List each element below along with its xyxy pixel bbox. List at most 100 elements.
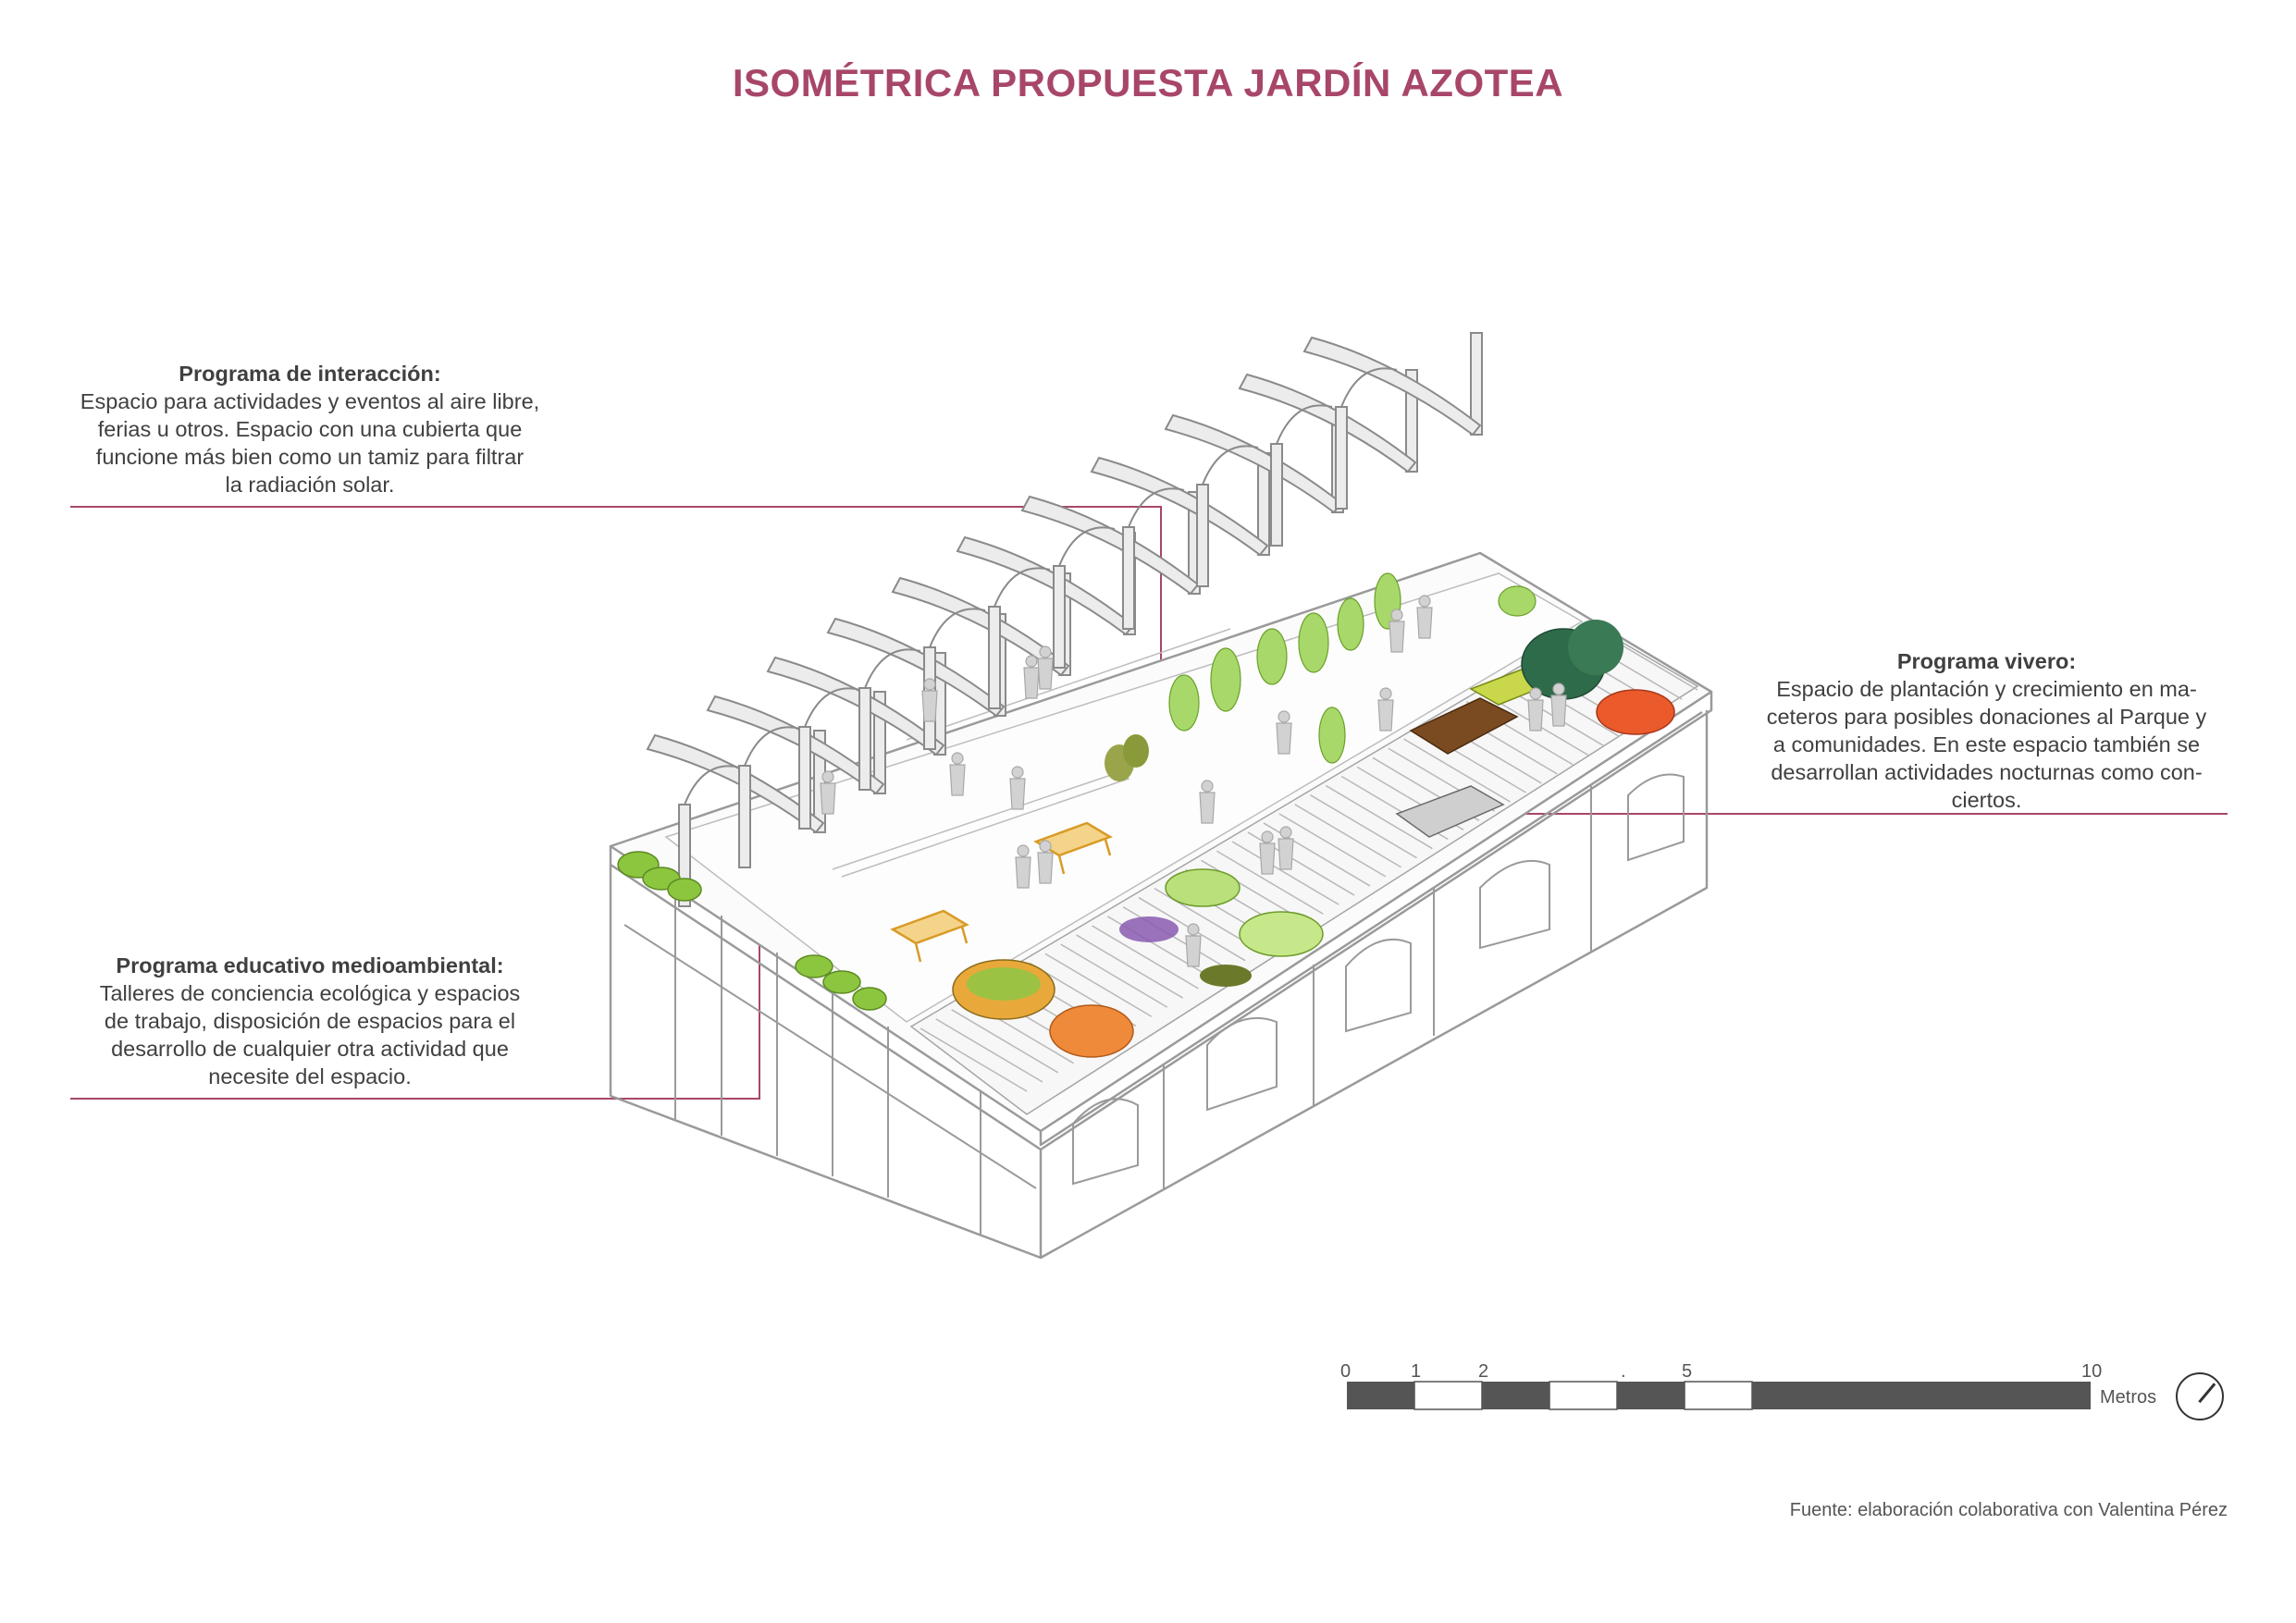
scale-tick-label: 0 xyxy=(1340,1361,1352,1382)
callout-line: a comunidades. En este espacio también s… xyxy=(1772,732,2201,756)
person-body xyxy=(1023,667,1040,699)
scale-tick-label: 2 xyxy=(1478,1361,1489,1382)
person-body xyxy=(820,782,836,815)
person xyxy=(1550,682,1567,727)
person xyxy=(1009,766,1026,810)
callout-line: ceteros para posibles donaciones al Parq… xyxy=(1766,705,2207,729)
person-head xyxy=(1039,840,1052,853)
callout-heading: Programa vivero: xyxy=(1896,649,2077,673)
person-body xyxy=(1527,699,1544,732)
person xyxy=(949,752,966,796)
person xyxy=(1416,595,1433,639)
person-head xyxy=(1418,595,1431,608)
frame-brace xyxy=(1128,487,1185,528)
deck-slat xyxy=(1247,831,1355,896)
callout-line: funcione más bien como un tamiz para fil… xyxy=(95,445,525,469)
person-body xyxy=(1389,621,1405,653)
scale-tick-label: . xyxy=(1621,1361,1626,1382)
person-head xyxy=(923,678,936,691)
dark-trees xyxy=(1521,620,1623,700)
vegetation xyxy=(617,572,1675,1058)
scale-segment xyxy=(1347,1382,1414,1409)
scale-tick-label: 5 xyxy=(1682,1361,1693,1382)
deck-slat xyxy=(1403,738,1512,803)
person-body xyxy=(949,764,966,796)
scale-segment xyxy=(1752,1382,2091,1409)
person-head xyxy=(821,770,834,783)
leader-line-interaccion xyxy=(70,506,1162,508)
deck-slat xyxy=(1092,925,1199,990)
frame-brace xyxy=(1340,367,1398,408)
scale-segment xyxy=(1549,1381,1618,1410)
scale-bar xyxy=(1347,1381,2091,1410)
green-planters xyxy=(1105,734,1324,987)
deck-slat xyxy=(1216,850,1324,915)
callout-line: la radiación solar. xyxy=(225,473,395,497)
scale-segment xyxy=(1617,1382,1685,1409)
person-body xyxy=(921,690,938,722)
frame-arch xyxy=(766,656,945,756)
person-head xyxy=(1390,609,1403,621)
hanging-plants-left xyxy=(617,851,887,1011)
callout-line: Talleres de conciencia ecológica y espac… xyxy=(99,981,521,1005)
person-body xyxy=(1185,935,1202,967)
person-body xyxy=(1276,722,1292,755)
person-body xyxy=(1550,695,1567,727)
frame-column xyxy=(1470,332,1483,436)
frame-brace xyxy=(1202,445,1259,486)
frame-column xyxy=(1196,484,1209,587)
callout-line: desarrollan actividades nocturnas como c… xyxy=(1771,760,2203,784)
person-body xyxy=(1009,778,1026,810)
arched-roof-frames xyxy=(646,332,1483,907)
frame-arch xyxy=(1238,373,1417,473)
scale-segment xyxy=(1482,1382,1549,1409)
person xyxy=(1259,830,1276,875)
frame-brace xyxy=(1058,526,1116,567)
deck-slat xyxy=(1231,841,1339,905)
person xyxy=(1015,844,1031,889)
frame-column xyxy=(988,606,1001,709)
scale-segment xyxy=(1684,1381,1753,1410)
person xyxy=(1389,609,1405,653)
roof-frame xyxy=(1090,452,1270,630)
deck-slat xyxy=(951,1009,1059,1074)
person-head xyxy=(951,752,964,765)
person-body xyxy=(1259,842,1276,875)
frame-arch xyxy=(646,733,825,834)
source-credit: Fuente: elaboración colaborativa con Val… xyxy=(1789,1500,2228,1520)
frame-column xyxy=(1053,565,1066,669)
deck-slat xyxy=(1310,794,1417,859)
picnic-benches xyxy=(890,821,1113,963)
scale-tick-label: 1 xyxy=(1411,1361,1422,1382)
person xyxy=(1527,687,1544,732)
callout-heading: Programa educativo medioambiental: xyxy=(116,953,504,977)
scale-tick-label: 10 xyxy=(2081,1361,2103,1382)
frame-column xyxy=(738,765,751,868)
person-body xyxy=(1015,856,1031,889)
deck-slat xyxy=(1278,813,1387,878)
frame-column xyxy=(1122,526,1135,630)
deck-slat xyxy=(935,1018,1043,1083)
roof-frame xyxy=(706,691,886,868)
deck-strip xyxy=(909,623,1699,1115)
person-head xyxy=(1201,780,1214,793)
callout-line: ciertos. xyxy=(1951,788,2022,812)
roof-frame xyxy=(1302,332,1483,510)
frame-column xyxy=(858,687,871,791)
north-arrow-icon xyxy=(2176,1372,2224,1420)
person-head xyxy=(1278,710,1290,723)
people-silhouettes xyxy=(820,595,1567,967)
callout-line: Espacio de plantación y crecimiento en m… xyxy=(1776,677,2197,701)
orange-shrubs xyxy=(952,689,1675,1058)
callout-educativo: Programa educativo medioambiental: Talle… xyxy=(74,952,546,1090)
callout-line: Espacio para actividades y eventos al ai… xyxy=(80,389,540,413)
frame-arch xyxy=(826,617,1006,718)
deck-slat xyxy=(1325,784,1433,850)
callout-interaccion: Programa de interacción: Espacio para ac… xyxy=(65,360,555,498)
person-body xyxy=(1037,658,1054,690)
frame-brace xyxy=(994,567,1051,608)
callout-line: desarrollo de cualquier otra actividad q… xyxy=(111,1037,509,1061)
person-head xyxy=(1529,687,1542,700)
scale-segment xyxy=(1413,1381,1483,1410)
